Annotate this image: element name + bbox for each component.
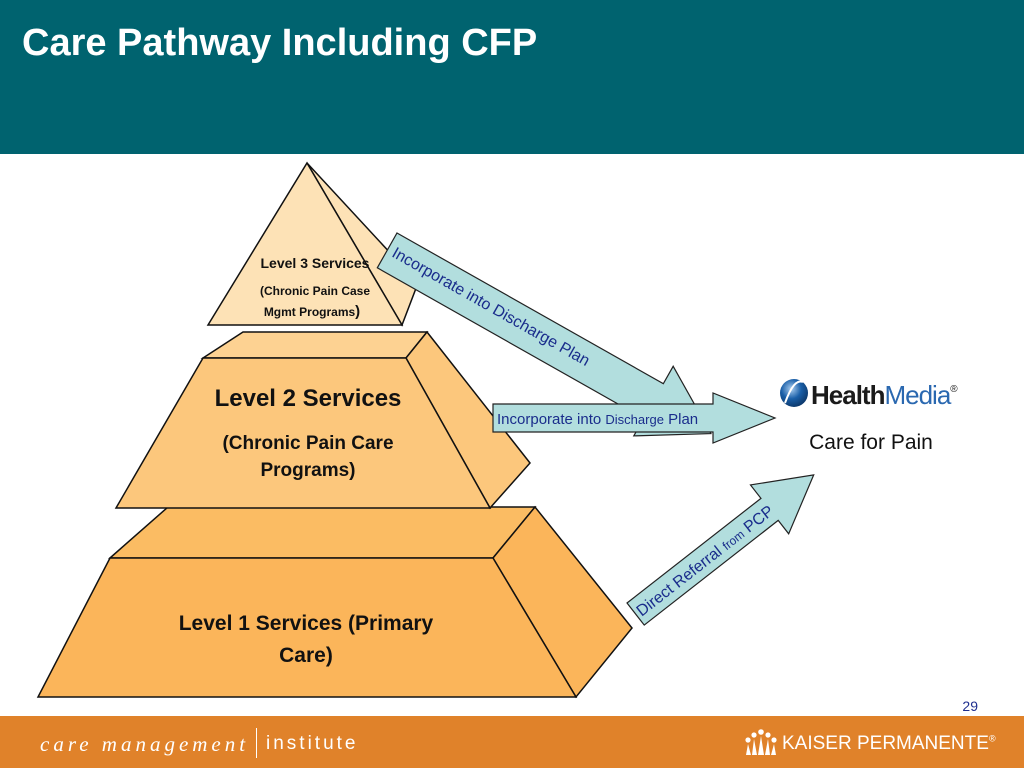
slide-number: 29 — [962, 698, 978, 714]
level-1-top-face — [108, 506, 537, 559]
level-1-label-line1: Level 1 Services (Primary — [179, 612, 434, 635]
level-3-desc-line1: (Chronic Pain Case — [260, 284, 370, 298]
arrow-discharge-level2-shape — [492, 392, 777, 444]
level-2-desc-line2: Programs) — [260, 460, 355, 481]
level-3-desc-line2: Mgmt Programs) — [264, 303, 360, 320]
healthmedia-wordmark: HealthMedia® — [811, 380, 958, 410]
arrow-direct-referral-shape — [626, 474, 815, 626]
institute-wordmark: institute — [266, 733, 359, 754]
level-2-title: Level 2 Services — [215, 385, 402, 412]
level-3-block: Level 3 Services (Chronic Pain Case Mgmt… — [206, 161, 419, 327]
arrow-direct-referral-label: Direct Referral from PCP — [634, 503, 778, 620]
arrow-discharge-level2-label: Incorporate into Discharge Plan — [497, 411, 698, 428]
footer-bar — [0, 716, 1024, 768]
kaiser-permanente-wordmark: KAISER PERMANENTE® — [782, 733, 996, 754]
level-3-title: Level 3 Services — [261, 255, 370, 271]
care-for-pain-label: Care for Pain — [809, 431, 933, 454]
level-1-block: Level 1 Services (Primary Care) — [36, 505, 633, 699]
care-management-wordmark: care management — [40, 732, 250, 756]
level-3-front-face — [206, 161, 404, 326]
healthmedia-globe-icon — [780, 379, 808, 407]
care-pathway-diagram: Level 1 Services (Primary Care) Level 2 … — [36, 161, 959, 699]
healthmedia-swoosh-icon — [784, 380, 804, 404]
arrow-direct-referral: Direct Referral from PCP — [626, 474, 815, 626]
level-2-block: Level 2 Services (Chronic Pain Care Prog… — [114, 330, 531, 510]
level-2-front-face — [114, 357, 492, 509]
level-1-front-face — [36, 557, 578, 698]
healthmedia-logo: HealthMedia® — [780, 379, 959, 410]
arrow-discharge-level3-shape — [376, 232, 712, 437]
kaiser-people-icon — [745, 729, 777, 755]
title-bar: Care Pathway Including CFP — [0, 0, 1024, 154]
arrow-discharge-level2: Incorporate into Discharge Plan — [492, 392, 777, 444]
level-2-top-face — [200, 331, 429, 359]
slide-title: Care Pathway Including CFP — [22, 22, 538, 64]
kaiser-permanente-logo: KAISER PERMANENTE® — [744, 727, 996, 757]
footer-divider — [256, 728, 257, 758]
level-2-desc-line1: (Chronic Pain Care — [222, 433, 393, 454]
level-1-label-line2: Care) — [279, 644, 333, 667]
